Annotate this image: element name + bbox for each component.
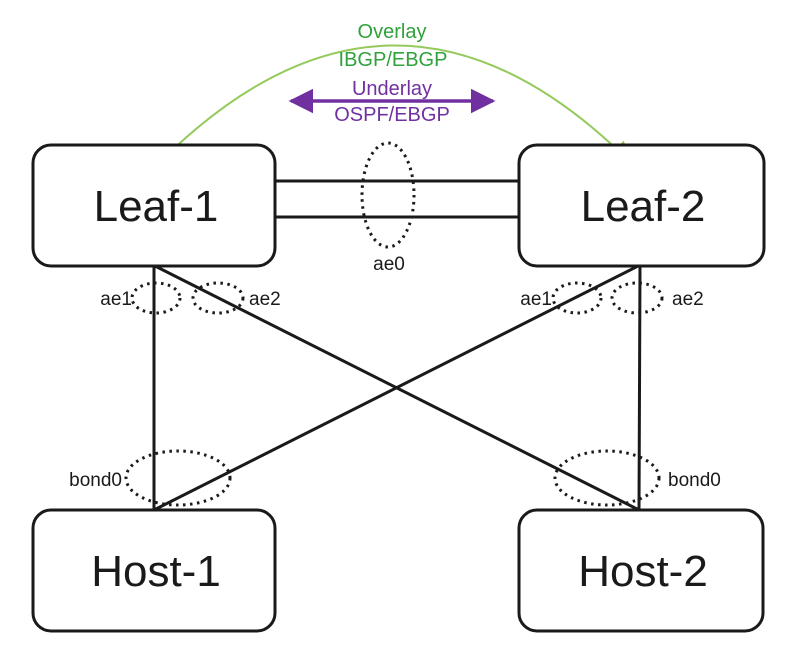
node-leaf1-box — [31, 143, 277, 268]
leaf2-ae1-label: ae1 — [520, 289, 552, 310]
node-leaf2-label: Leaf-2 — [581, 182, 706, 231]
ae0-lag-ellipse — [360, 141, 416, 249]
node-leaf1-label: Leaf-1 — [94, 182, 219, 231]
leaf1-ae2-label: ae2 — [249, 289, 281, 310]
leaf1-ae1-lag-ellipse — [130, 281, 182, 315]
leaf2-ae2-lag-ellipse — [610, 281, 664, 315]
leaf2-ae1-lag-ellipse — [551, 281, 603, 315]
host1-bond0-label: bond0 — [69, 470, 122, 491]
link-leaf2-host2 — [637, 265, 642, 511]
node-host1-box — [31, 508, 277, 633]
overlay-arc-arrow — [150, 44, 632, 172]
underlay-title-label: Underlay — [352, 78, 432, 100]
node-host2-label: Host-2 — [578, 547, 708, 596]
overlay-protocols-label: IBGP/EBGP — [339, 49, 448, 71]
host1-bond0-ellipse — [124, 449, 232, 507]
leaf1-ae2-lag-ellipse — [191, 281, 245, 315]
leaf1-ae1-label: ae1 — [100, 289, 132, 310]
host2-bond0-label: bond0 — [668, 470, 721, 491]
node-host1-label: Host-1 — [91, 547, 221, 596]
node-host2-box — [517, 508, 765, 633]
leaf2-ae2-label: ae2 — [672, 289, 704, 310]
ae0-label: ae0 — [373, 254, 405, 275]
node-leaf2-box — [517, 143, 766, 268]
link-leaf2-host1 — [153, 264, 639, 512]
overlay-title-label: Overlay — [358, 21, 427, 43]
underlay-protocols-label: OSPF/EBGP — [334, 104, 450, 126]
host2-bond0-ellipse — [553, 449, 661, 507]
